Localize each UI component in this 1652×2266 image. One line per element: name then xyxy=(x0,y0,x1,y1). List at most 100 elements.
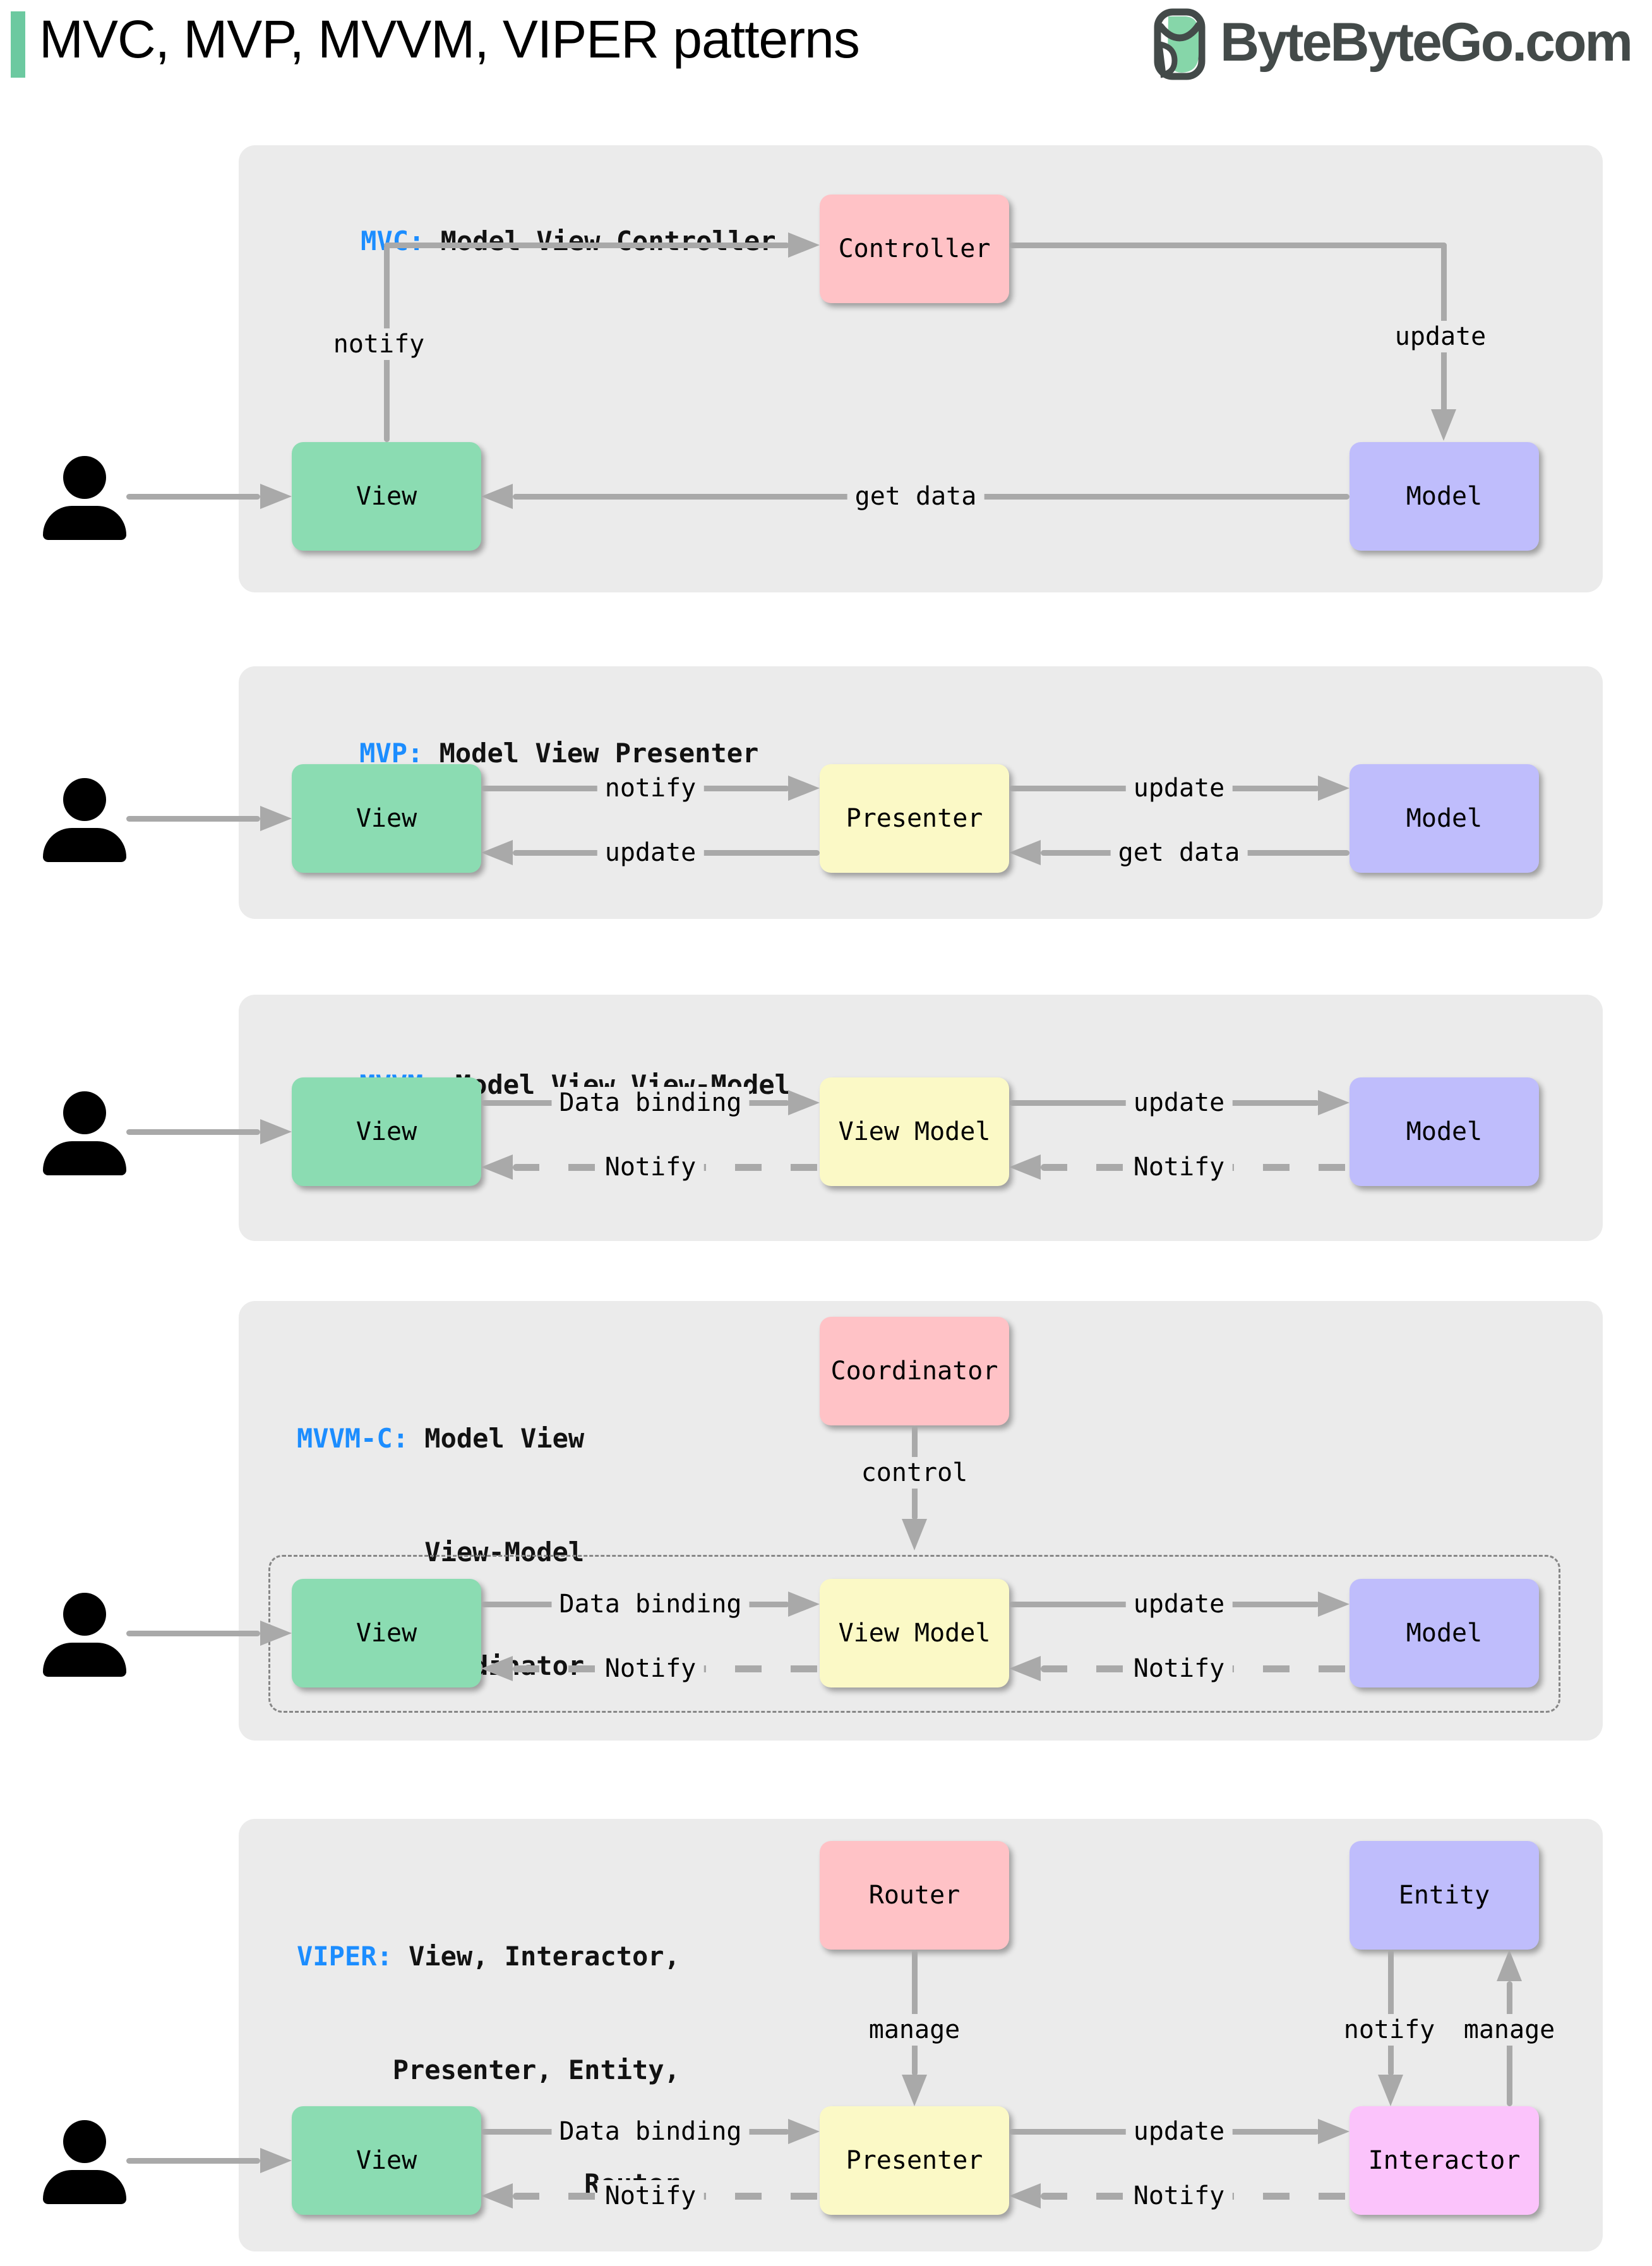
mvvmc-databinding-arrowhead xyxy=(788,1592,820,1617)
mvc-abbr: MVC: xyxy=(361,225,425,256)
mvc-notify-arrow-hline xyxy=(384,243,789,248)
mvp-presenter-box: Presenter xyxy=(820,764,1009,873)
viper-update-arrowhead xyxy=(1318,2119,1350,2144)
mvc-user-arrow-line xyxy=(126,494,260,500)
viper-user-arrowhead xyxy=(260,2148,292,2173)
mvvm-viewmodel-box: View Model xyxy=(820,1077,1009,1186)
mvvm-notify-viewmodel-arrowhead xyxy=(1009,1154,1041,1180)
mvvmc-update-arrowhead xyxy=(1318,1592,1350,1617)
mvp-panel-title: MVP: Model View Presenter xyxy=(296,697,758,810)
title-accent-bar xyxy=(11,11,25,78)
viper-manage-router-arrowhead xyxy=(902,2075,927,2106)
mvvmc-notify-view-arrowhead xyxy=(481,1656,513,1681)
viper-presenter-box: Presenter xyxy=(820,2106,1009,2215)
mvvmc-viewmodel-box: View Model xyxy=(820,1579,1009,1688)
mvvmc-control-arrowhead xyxy=(902,1519,927,1550)
viper-notify-entity-arrowhead xyxy=(1378,2075,1403,2106)
user-icon-mvvm xyxy=(43,1091,126,1175)
mvvmc-view-box: View xyxy=(292,1579,481,1688)
user-head-icon xyxy=(63,1091,106,1134)
mvvmc-title-text: Model View xyxy=(409,1423,585,1454)
user-icon-mvvmc xyxy=(43,1593,126,1677)
mvvmc-user-arrowhead xyxy=(260,1621,292,1646)
mvp-getdata-label: get data xyxy=(1110,837,1248,868)
user-head-icon xyxy=(63,1593,106,1636)
mvvmc-title-line2: View-Model xyxy=(424,1537,585,1568)
mvp-model-box: Model xyxy=(1350,764,1539,873)
user-icon-viper xyxy=(43,2120,126,2204)
viper-notify-view-arrowhead xyxy=(481,2183,513,2209)
mvc-notify-label: notify xyxy=(325,328,433,360)
viper-manage-router-arrow-line xyxy=(912,1950,918,2076)
user-torso-icon xyxy=(43,828,126,862)
viper-title-text: View, Interactor, xyxy=(392,1941,680,1972)
viper-panel-title: VIPER: View, Interactor, Presenter, Enti… xyxy=(297,1862,680,2266)
mvc-notify-arrowhead xyxy=(788,232,820,258)
mvp-title-text: Model View Presenter xyxy=(423,738,759,769)
mvvmc-abbr: MVVM-C: xyxy=(297,1423,409,1454)
mvvm-user-arrowhead xyxy=(260,1119,292,1144)
mvvmc-notify-view-label: Notify xyxy=(597,1653,704,1684)
mvc-getdata-arrowhead xyxy=(481,484,513,509)
viper-manage-router-label: manage xyxy=(861,2014,968,2046)
viper-router-box: Router xyxy=(820,1841,1009,1950)
viper-notify-entity-arrow-line xyxy=(1388,1950,1394,2076)
mvvm-model-box: Model xyxy=(1350,1077,1539,1186)
mvc-controller-box: Controller xyxy=(820,195,1009,303)
mvc-user-arrowhead xyxy=(260,484,292,509)
mvvmc-control-label: control xyxy=(853,1457,976,1489)
viper-databinding-arrowhead xyxy=(788,2119,820,2144)
mvc-update-arrow-hline xyxy=(1009,243,1447,248)
mvvm-update-label: update xyxy=(1125,1087,1233,1118)
mvp-notify-arrowhead xyxy=(788,776,820,801)
mvc-update-label: update xyxy=(1387,321,1494,352)
viper-manage-entity-label: manage xyxy=(1456,2014,1563,2046)
viper-view-box: View xyxy=(292,2106,481,2215)
viper-notify-entity-label: notify xyxy=(1336,2014,1443,2046)
mvp-getdata-arrowhead xyxy=(1009,840,1041,865)
user-icon-mvp xyxy=(43,778,126,862)
user-torso-icon xyxy=(43,1643,126,1677)
mvc-getdata-label: get data xyxy=(847,481,985,512)
page-title: MVC, MVP, MVVM, VIPER patterns xyxy=(39,9,860,69)
viper-title-line2: Presenter, Entity, xyxy=(392,2054,680,2085)
viper-databinding-label: Data binding xyxy=(551,2116,750,2147)
viper-user-arrow-line xyxy=(126,2158,260,2164)
mvp-notify-label: notify xyxy=(597,772,704,804)
mvvmc-model-box: Model xyxy=(1350,1579,1539,1688)
mvp-update-view-label: update xyxy=(597,837,704,868)
viper-update-label: update xyxy=(1125,2116,1233,2147)
viper-notify-view-label: Notify xyxy=(597,2180,704,2212)
user-torso-icon xyxy=(43,506,126,540)
user-head-icon xyxy=(63,778,106,821)
mvp-abbr: MVP: xyxy=(359,738,424,769)
viper-notify-presenter-arrowhead xyxy=(1009,2183,1041,2209)
viper-abbr: VIPER: xyxy=(297,1941,393,1972)
mvc-update-arrowhead xyxy=(1431,409,1456,441)
viper-interactor-box: Interactor xyxy=(1350,2106,1539,2215)
mvvmc-title-line1: MVVM-C: Model View xyxy=(297,1420,584,1458)
mvvm-notify-view-label: Notify xyxy=(597,1151,704,1183)
mvvmc-notify-viewmodel-arrowhead xyxy=(1009,1656,1041,1681)
user-torso-icon xyxy=(43,2170,126,2204)
viper-entity-box: Entity xyxy=(1350,1841,1539,1950)
user-head-icon xyxy=(63,2120,106,2163)
mvvm-databinding-arrowhead xyxy=(788,1090,820,1115)
mvvmc-update-label: update xyxy=(1125,1588,1233,1620)
mvc-title-text: Model View Controller xyxy=(424,225,776,256)
mvvmc-databinding-label: Data binding xyxy=(551,1588,750,1620)
mvp-update-model-label: update xyxy=(1125,772,1233,804)
mvp-update-model-arrowhead xyxy=(1318,776,1350,801)
mvp-update-view-arrowhead xyxy=(481,840,513,865)
bytebytego-logo-text: ByteByteGo.com xyxy=(1220,12,1633,73)
mvvm-notify-view-arrowhead xyxy=(481,1154,513,1180)
mvc-view-box: View xyxy=(292,442,481,551)
viper-manage-entity-arrowhead xyxy=(1497,1950,1522,1981)
mvvmc-coordinator-box: Coordinator xyxy=(820,1317,1009,1425)
user-torso-icon xyxy=(43,1141,126,1175)
bytebytego-logo-icon xyxy=(1154,8,1206,80)
mvvmc-notify-viewmodel-label: Notify xyxy=(1125,1653,1233,1684)
mvp-user-arrowhead xyxy=(260,806,292,831)
mvvm-notify-viewmodel-label: Notify xyxy=(1125,1151,1233,1183)
